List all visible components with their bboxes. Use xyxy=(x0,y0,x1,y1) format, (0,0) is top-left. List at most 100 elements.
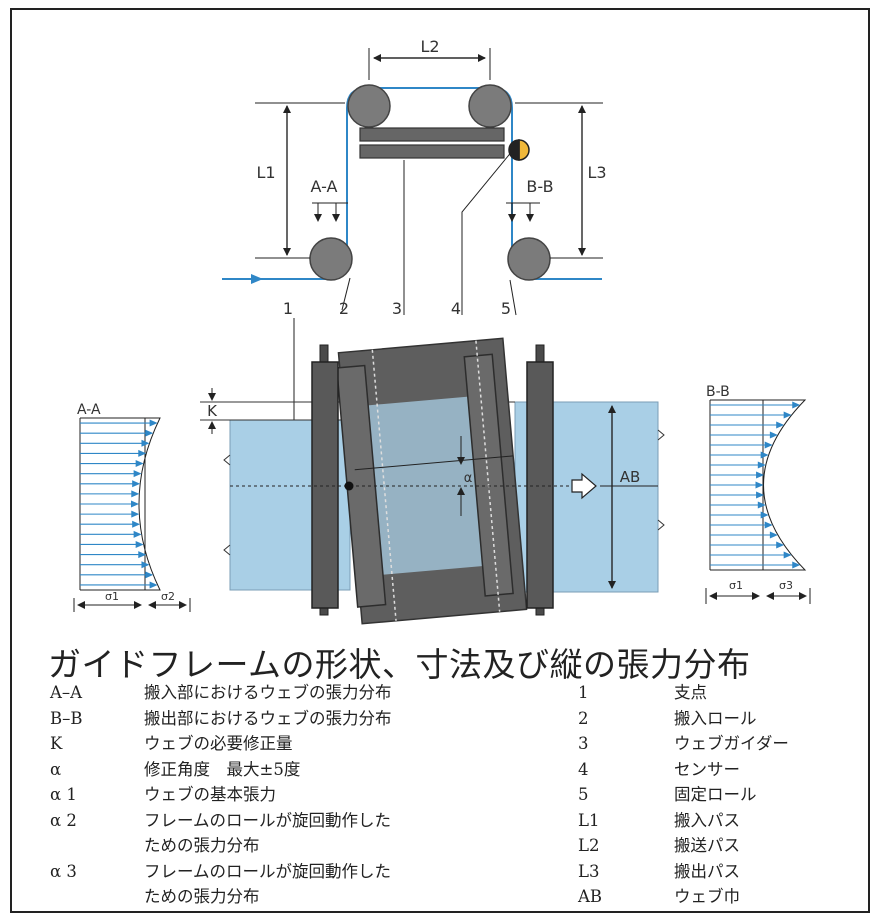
entry-roll-body xyxy=(311,361,339,609)
part-number-2: 2 xyxy=(339,299,349,318)
tension-arrow-head xyxy=(135,460,144,468)
legend-key: A–A xyxy=(50,683,83,702)
part-number-1: 1 xyxy=(283,299,293,318)
bb-tension-arrows xyxy=(710,401,801,569)
tension-arrow-head xyxy=(131,500,139,508)
tension-arrow-head xyxy=(769,431,778,439)
legend-text: 搬送パス xyxy=(674,836,740,855)
side-view: L2 L1 L3 A-A B-B 2 3 4 5 1 xyxy=(222,37,607,487)
tension-arrow-head xyxy=(764,521,773,529)
label-alpha: α xyxy=(464,471,473,486)
tension-profile-aa: A-A σ1 σ2 xyxy=(73,402,191,612)
legend-text: フレームのロールが旋回動作した xyxy=(144,810,392,830)
legend-text: 搬入パス xyxy=(674,810,740,830)
legend-text: 支点 xyxy=(674,683,707,702)
part-number-4: 4 xyxy=(451,299,461,318)
travel-direction-arrow xyxy=(571,472,597,500)
legend-text: 修正角度 最大±5度 xyxy=(144,759,301,779)
tension-arrow-head xyxy=(138,449,147,457)
tension-arrow-head xyxy=(776,421,785,429)
tension-arrow-head xyxy=(776,541,785,549)
legend-key: α 2 xyxy=(50,810,77,830)
tension-arrow-head xyxy=(756,471,765,479)
legend-row: 1 支点 xyxy=(578,680,868,706)
label-sigma3-right: σ3 xyxy=(779,579,793,592)
label-l2: L2 xyxy=(420,37,439,56)
legend-row: ための張力分布 xyxy=(50,884,550,910)
guider-plate-upper xyxy=(359,127,505,142)
tension-arrow-head xyxy=(764,441,773,449)
top-left-roll xyxy=(347,84,391,128)
legend-row: AB ウェブ巾 xyxy=(578,884,868,910)
legend-text: 固定ロール xyxy=(674,785,757,804)
tension-arrow-head xyxy=(783,551,792,559)
legend-key: K xyxy=(50,734,63,753)
legend-text: フレームのロールが旋回動作した xyxy=(144,861,392,881)
label-l1: L1 xyxy=(256,163,275,182)
legend-row: 3 ウェブガイダー xyxy=(578,731,868,757)
entry-roll xyxy=(309,237,353,281)
figure-title: ガイドフレームの形状、寸法及び縦の張力分布 xyxy=(48,645,751,684)
tension-arrow-head xyxy=(133,530,142,538)
legend-text: センサー xyxy=(674,759,740,779)
label-sigma1-left: σ1 xyxy=(105,590,119,603)
legend-text: ウェブの基本張力 xyxy=(144,785,276,804)
legend-text: ための張力分布 xyxy=(144,887,260,906)
guider-plate-lower xyxy=(359,144,505,159)
tension-arrow-head xyxy=(132,480,141,488)
tension-arrow-head xyxy=(149,581,158,589)
legend-key: 3 xyxy=(578,734,589,753)
tension-arrow-head xyxy=(141,561,150,569)
tension-arrow-head xyxy=(132,520,141,528)
label-profile-aa: A-A xyxy=(77,402,101,418)
label-section-aa: A-A xyxy=(311,177,338,196)
tension-arrow-head xyxy=(792,401,801,409)
legend-key: α 1 xyxy=(50,785,77,804)
legend-row: ための張力分布 xyxy=(50,833,550,859)
label-sigma2-left: σ2 xyxy=(161,590,175,603)
legend-row: 5 固定ロール xyxy=(578,782,868,808)
legend-text: ウェブガイダー xyxy=(674,734,789,753)
legend-text: 搬出部におけるウェブの張力分布 xyxy=(144,708,392,728)
legend-row: α 1 ウェブの基本張力 xyxy=(50,782,550,808)
legend-row: α 2 フレームのロールが旋回動作した xyxy=(50,808,550,834)
tension-arrow-head xyxy=(792,561,801,569)
legend-text: ための張力分布 xyxy=(144,836,260,855)
tension-arrow-head xyxy=(783,411,792,419)
legend-key: 5 xyxy=(578,785,589,804)
tension-arrow-head xyxy=(141,439,150,447)
top-view: K α AB xyxy=(200,337,665,625)
legend-key xyxy=(50,884,144,910)
legend-key: α 3 xyxy=(50,861,77,881)
top-right-roll xyxy=(468,84,512,128)
legend-text: 搬出パス xyxy=(674,861,740,881)
legend-key: AB xyxy=(578,887,603,906)
legend-row: α 3 フレームのロールが旋回動作した xyxy=(50,859,550,885)
label-profile-bb: B-B xyxy=(706,384,730,400)
tension-arrow-head xyxy=(756,491,765,499)
pivot-point xyxy=(344,481,354,491)
legend-row: A–A 搬入部におけるウェブの張力分布 xyxy=(50,680,550,706)
legend-key: L3 xyxy=(578,861,600,881)
legend-key xyxy=(50,833,144,859)
tension-arrow-head xyxy=(145,429,154,437)
label-k: K xyxy=(207,402,218,420)
tension-arrow-head xyxy=(757,461,766,469)
tension-arrow-head xyxy=(135,540,144,548)
exit-roll-body xyxy=(526,361,554,609)
label-section-bb: B-B xyxy=(526,177,553,196)
tension-arrow-head xyxy=(769,531,778,539)
legend-row: L1 搬入パス xyxy=(578,808,868,834)
legend-text: 搬入部におけるウェブの張力分布 xyxy=(144,683,392,702)
frame-roll-right xyxy=(463,353,514,597)
tension-arrow-head xyxy=(138,551,147,559)
legend-key: 1 xyxy=(578,683,589,702)
legend-key: L1 xyxy=(578,810,600,830)
legend-text: ウェブ巾 xyxy=(674,887,740,906)
tension-arrow-head xyxy=(145,571,154,579)
tension-arrow-head xyxy=(131,490,140,498)
